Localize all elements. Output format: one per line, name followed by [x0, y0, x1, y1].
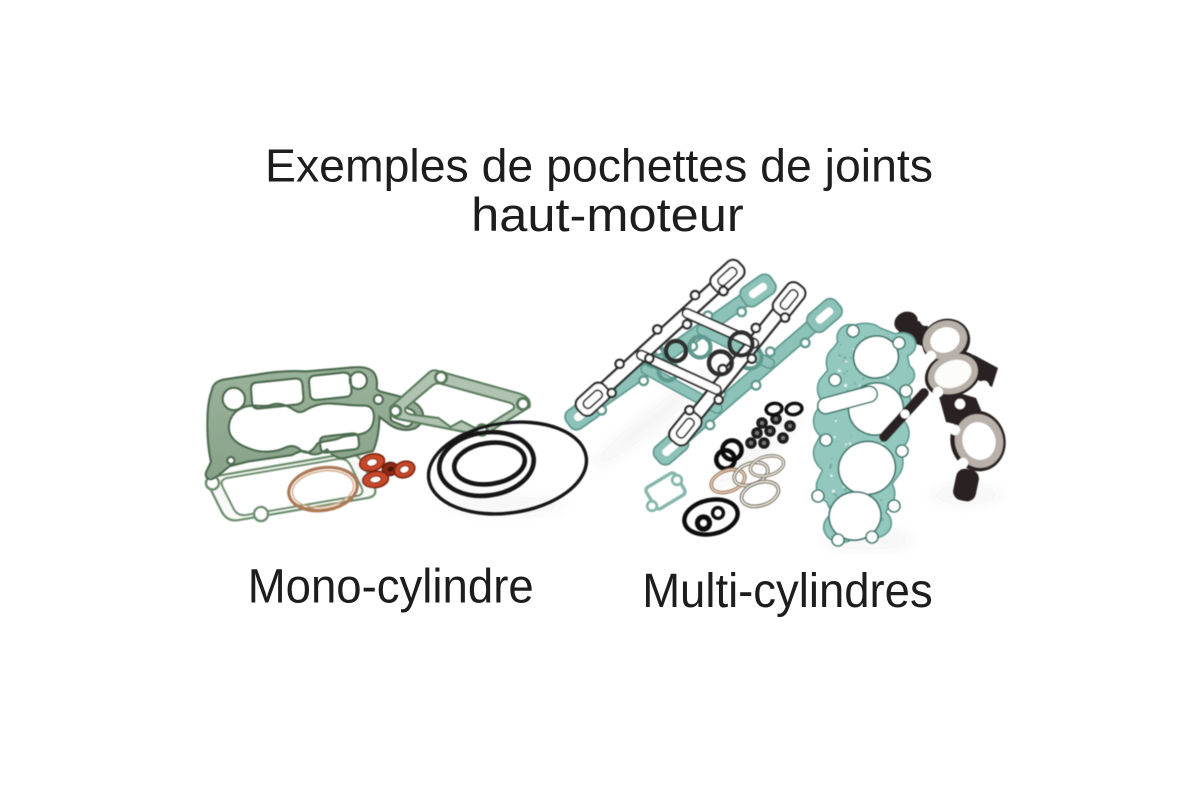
- svg-text:haut-moteur: haut-moteur: [471, 189, 744, 242]
- svg-text:Multi-cylindres: Multi-cylindres: [642, 565, 933, 618]
- svg-text:Mono-cylindre: Mono-cylindre: [248, 561, 534, 614]
- svg-text:Exemples de pochettes de joint: Exemples de pochettes de joints: [265, 140, 933, 192]
